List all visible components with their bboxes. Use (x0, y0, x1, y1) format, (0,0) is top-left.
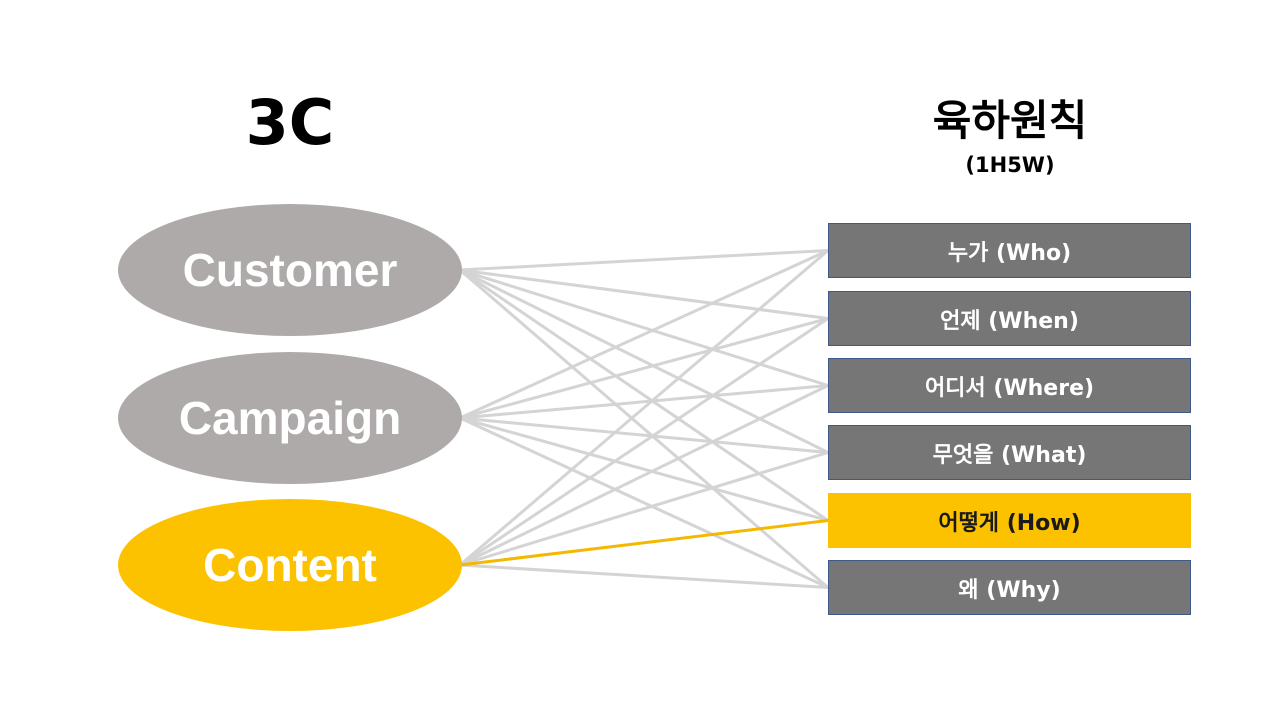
right-subheading: (1H5W) (965, 153, 1055, 177)
box-how: 어떻게 (How) (828, 493, 1191, 548)
connector-customer-0 (459, 249, 829, 272)
connector-campaign-1 (459, 317, 829, 420)
connector-customer-3 (459, 268, 829, 454)
box-where-label: 어디서 (Where) (924, 375, 1095, 401)
box-who-label: 누가 (Who) (947, 240, 1072, 266)
box-when-label: 언제 (When) (940, 308, 1079, 334)
connector-content-4 (459, 519, 829, 567)
connector-campaign-0 (459, 249, 829, 420)
box-where: 어디서 (Where) (828, 358, 1191, 413)
connector-campaign-4 (459, 416, 829, 522)
right-heading: 육하원칙 (932, 96, 1088, 145)
connector-customer-5 (459, 268, 829, 589)
box-what-label: 무엇을 (What) (932, 442, 1087, 468)
ellipse-content: Content (118, 499, 462, 631)
ellipse-customer: Customer (118, 204, 462, 336)
connector-content-2 (459, 384, 829, 567)
box-why-label: 왜 (Why) (958, 577, 1061, 603)
box-when: 언제 (When) (828, 291, 1191, 346)
connector-campaign-3 (459, 416, 829, 454)
connector-content-3 (459, 451, 829, 567)
connector-campaign-2 (459, 384, 829, 420)
ellipse-campaign-label: Campaign (178, 392, 402, 444)
connector-customer-1 (459, 268, 829, 320)
ellipse-campaign: Campaign (118, 352, 462, 484)
connector-content-1 (459, 317, 829, 567)
connector-content-0 (459, 249, 829, 567)
connector-campaign-5 (459, 416, 829, 589)
box-why: 왜 (Why) (828, 560, 1191, 615)
box-what: 무엇을 (What) (828, 425, 1191, 480)
connector-content-5 (459, 563, 829, 589)
left-heading: 3C (245, 86, 335, 159)
connector-customer-4 (459, 268, 829, 522)
connector-customer-2 (459, 268, 829, 387)
ellipse-customer-label: Customer (182, 244, 398, 296)
box-how-label: 어떻게 (How) (938, 510, 1081, 536)
ellipse-content-label: Content (203, 539, 377, 591)
box-who: 누가 (Who) (828, 223, 1191, 278)
